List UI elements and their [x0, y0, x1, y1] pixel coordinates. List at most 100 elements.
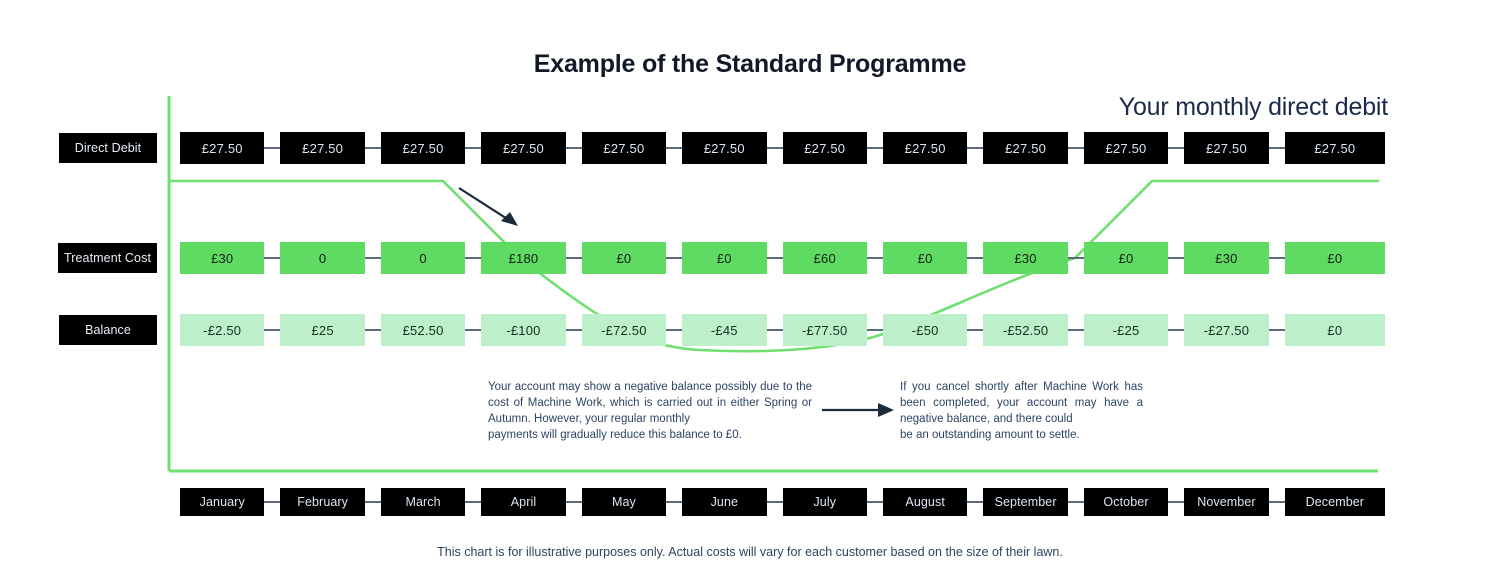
machine-work-arrow-icon: [458, 187, 518, 226]
row-connector: [264, 147, 281, 149]
row-connector: [465, 329, 482, 331]
treatment-cost-cell: £0: [682, 242, 767, 274]
row-connector: [1268, 147, 1285, 149]
treatment-cost-cell: £0: [882, 242, 968, 274]
balance-cell: -£100: [481, 314, 566, 346]
annotation-text: be an outstanding amount to settle.: [900, 429, 1080, 441]
month-label: June: [682, 488, 767, 516]
row-connector: [1067, 329, 1084, 331]
row-connector: [364, 501, 381, 503]
row-connector: [666, 501, 683, 503]
annotation-cancellation: If you cancel shortly after Machine Work…: [900, 379, 1143, 443]
row-connector: [967, 329, 984, 331]
row-connector: [1268, 257, 1285, 259]
balance-cell: -£45: [682, 314, 767, 346]
direct-debit-cell: £27.50: [782, 132, 867, 164]
month-label: January: [180, 488, 265, 516]
row-connector: [866, 147, 883, 149]
treatment-cost-cell: £0: [1284, 242, 1386, 274]
balance-cell: -£25: [1083, 314, 1169, 346]
month-label: March: [380, 488, 466, 516]
row-connector: [565, 329, 582, 331]
row-connector: [666, 147, 683, 149]
treatment-cost-row: £30 0 0 £180 £0 £0 £60 £0 £30 £0 £30 £0: [180, 242, 1386, 274]
balance-cell: -£50: [882, 314, 968, 346]
row-connector: [1168, 501, 1185, 503]
row-connector: [766, 501, 783, 503]
treatment-cost-cell: 0: [380, 242, 466, 274]
treatment-cost-cell: £180: [481, 242, 566, 274]
row-connector: [866, 501, 883, 503]
annotation-text: If you cancel shortly after Machine Work…: [900, 381, 1143, 425]
row-connector: [967, 501, 984, 503]
row-connector: [766, 257, 783, 259]
row-connector: [565, 257, 582, 259]
row-connector: [967, 147, 984, 149]
annotation-text: payments will gradually reduce this bala…: [488, 429, 742, 441]
annotation-text: Your account may show a negative balance…: [488, 381, 812, 425]
month-label: July: [782, 488, 867, 516]
direct-debit-cell: £27.50: [280, 132, 365, 164]
footer-disclaimer: This chart is for illustrative purposes …: [437, 545, 1063, 559]
row-connector: [1067, 147, 1084, 149]
month-label: August: [882, 488, 968, 516]
row-connector: [766, 147, 783, 149]
direct-debit-cell: £27.50: [180, 132, 265, 164]
row-connector: [666, 329, 683, 331]
treatment-cost-cell: £30: [180, 242, 265, 274]
row-connector: [666, 257, 683, 259]
row-connector: [1067, 257, 1084, 259]
page-title: Example of the Standard Programme: [533, 50, 967, 78]
direct-debit-callout-heading: Your monthly direct debit: [1118, 93, 1388, 121]
treatment-cost-cell: £30: [1184, 242, 1269, 274]
row-connector: [1268, 501, 1285, 503]
direct-debit-cell: £27.50: [1184, 132, 1269, 164]
balance-cell: £25: [280, 314, 365, 346]
balance-cell: £52.50: [380, 314, 466, 346]
annotation-negative-balance: Your account may show a negative balance…: [488, 379, 812, 443]
treatment-cost-cell: £0: [1083, 242, 1169, 274]
row-connector: [465, 147, 482, 149]
row-label-treatment-cost: Treatment Cost: [58, 243, 157, 273]
row-connector: [264, 257, 281, 259]
direct-debit-cell: £27.50: [1083, 132, 1169, 164]
direct-debit-cell: £27.50: [682, 132, 767, 164]
row-connector: [565, 501, 582, 503]
balance-cell: -£2.50: [180, 314, 265, 346]
row-connector: [465, 501, 482, 503]
row-connector: [264, 501, 281, 503]
row-connector: [866, 329, 883, 331]
direct-debit-row: £27.50 £27.50 £27.50 £27.50 £27.50 £27.5…: [180, 132, 1386, 164]
month-label: December: [1284, 488, 1386, 516]
row-label-direct-debit: Direct Debit: [59, 133, 157, 163]
row-connector: [1168, 257, 1185, 259]
direct-debit-cell: £27.50: [481, 132, 566, 164]
treatment-cost-cell: 0: [280, 242, 365, 274]
row-connector: [866, 257, 883, 259]
row-connector: [1268, 329, 1285, 331]
row-label-balance: Balance: [59, 315, 157, 345]
month-label: November: [1184, 488, 1269, 516]
balance-row: -£2.50 £25 £52.50 -£100 -£72.50 -£45 -£7…: [180, 314, 1386, 346]
row-connector: [264, 329, 281, 331]
row-connector: [565, 147, 582, 149]
row-connector: [364, 257, 381, 259]
balance-cell: £0: [1284, 314, 1386, 346]
direct-debit-cell: £27.50: [882, 132, 968, 164]
row-connector: [1168, 329, 1185, 331]
month-label: February: [280, 488, 365, 516]
balance-cell: -£52.50: [983, 314, 1068, 346]
balance-cell: -£27.50: [1184, 314, 1269, 346]
balance-cell: -£72.50: [581, 314, 667, 346]
row-connector: [465, 257, 482, 259]
month-label: May: [581, 488, 667, 516]
direct-debit-cell: £27.50: [380, 132, 466, 164]
direct-debit-cell: £27.50: [581, 132, 667, 164]
row-connector: [1168, 147, 1185, 149]
row-connector: [364, 147, 381, 149]
treatment-cost-cell: £0: [581, 242, 667, 274]
month-label: September: [983, 488, 1068, 516]
month-axis-row: January February March April May June Ju…: [180, 486, 1386, 518]
month-label: October: [1083, 488, 1169, 516]
